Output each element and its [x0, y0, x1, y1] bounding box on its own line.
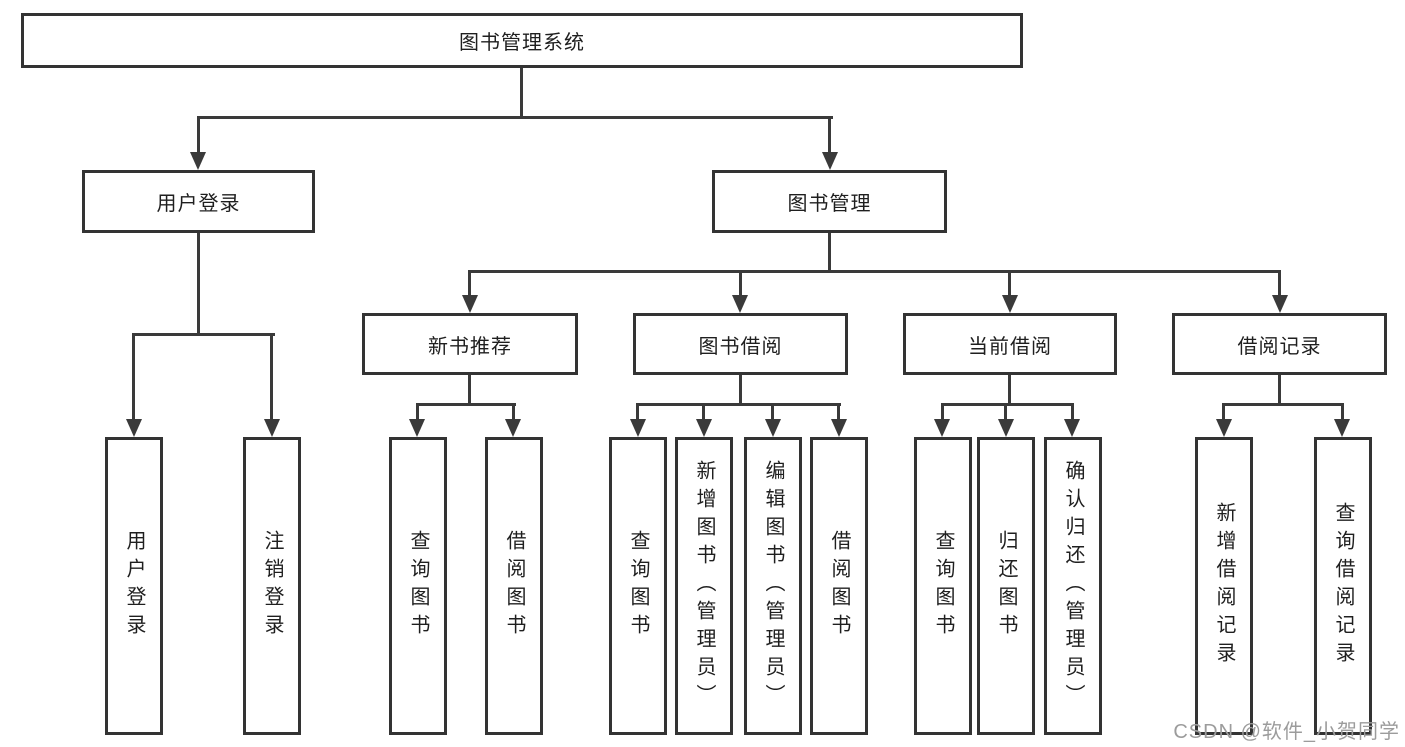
arrow-down-icon: [696, 419, 712, 437]
connector-line: [197, 116, 200, 156]
connector-line: [468, 270, 471, 298]
arrow-down-icon: [822, 152, 838, 170]
arrow-down-icon: [190, 152, 206, 170]
node-leaf-query-books-current: 查询图书: [914, 437, 972, 735]
connector-line: [1008, 375, 1011, 406]
node-label: 查询图书: [627, 530, 649, 642]
node-leaf-query-borrow-record: 查询借阅记录: [1314, 437, 1372, 735]
node-leaf-edit-books-admin: 编辑图书（管理员）: [744, 437, 802, 735]
connector-line: [1222, 403, 1225, 422]
node-label: 用户登录: [156, 193, 241, 215]
arrow-down-icon: [998, 419, 1014, 437]
arrow-down-icon: [1334, 419, 1350, 437]
connector-line: [941, 403, 1074, 406]
arrow-down-icon: [630, 419, 646, 437]
node-library-management-system: 图书管理系统: [21, 13, 1023, 68]
node-leaf-add-books-admin: 新增图书（管理员）: [675, 437, 733, 735]
connector-line: [739, 375, 742, 406]
node-label: 新书推荐: [428, 335, 512, 358]
node-book-management: 图书管理: [712, 170, 947, 233]
node-label: 新增图书（管理员）: [693, 460, 715, 712]
node-new-book-recommend: 新书推荐: [362, 313, 578, 375]
connector-line: [1278, 270, 1281, 298]
connector-line: [1222, 403, 1344, 406]
connector-line: [512, 403, 515, 422]
connector-line: [197, 233, 200, 336]
node-label: 新增借阅记录: [1213, 502, 1235, 670]
node-label: 用户登录: [123, 530, 145, 642]
connector-line: [636, 403, 639, 422]
connector-line: [520, 68, 523, 118]
node-label: 查询图书: [407, 530, 429, 642]
node-leaf-logout: 注销登录: [243, 437, 301, 735]
node-label: 查询图书: [932, 530, 954, 642]
arrow-down-icon: [126, 419, 142, 437]
connector-line: [1278, 375, 1281, 406]
connector-line: [416, 403, 516, 406]
connector-line: [837, 403, 840, 422]
node-label: 编辑图书（管理员）: [762, 460, 784, 712]
arrow-down-icon: [505, 419, 521, 437]
watermark: CSDN @软件_小贺同学: [1173, 721, 1400, 743]
node-label: 当前借阅: [968, 335, 1052, 358]
node-borrow-records: 借阅记录: [1172, 313, 1387, 375]
connector-line: [828, 233, 831, 272]
arrow-down-icon: [934, 419, 950, 437]
arrow-down-icon: [1216, 419, 1232, 437]
node-label: 注销登录: [261, 530, 283, 642]
node-leaf-confirm-return-admin: 确认归还（管理员）: [1044, 437, 1102, 735]
node-label: 查询借阅记录: [1332, 502, 1354, 670]
connector-line: [1341, 403, 1344, 422]
connector-line: [197, 116, 833, 119]
node-current-borrow: 当前借阅: [903, 313, 1117, 375]
node-leaf-borrow-books: 借阅图书: [810, 437, 868, 735]
node-leaf-user-login: 用户登录: [105, 437, 163, 735]
connector-line: [941, 403, 944, 422]
connector-line: [132, 333, 135, 422]
node-label: 图书管理系统: [459, 32, 585, 54]
arrow-down-icon: [831, 419, 847, 437]
connector-line: [771, 403, 774, 422]
connector-line: [1071, 403, 1074, 422]
node-leaf-query-books-recommend: 查询图书: [389, 437, 447, 735]
node-user-login: 用户登录: [82, 170, 315, 233]
connector-line: [468, 270, 1281, 273]
node-label: 借阅图书: [503, 530, 525, 642]
connector-line: [636, 403, 841, 406]
connector-line: [828, 116, 831, 156]
arrow-down-icon: [1002, 295, 1018, 313]
node-label: 图书借阅: [698, 335, 783, 358]
connector-line: [468, 375, 471, 406]
connector-line: [1004, 403, 1007, 422]
node-label: 借阅图书: [828, 530, 850, 642]
connector-line: [132, 333, 275, 336]
arrow-down-icon: [765, 419, 781, 437]
node-leaf-return-books: 归还图书: [977, 437, 1035, 735]
connector-line: [270, 333, 273, 422]
arrow-down-icon: [1064, 419, 1080, 437]
node-leaf-query-books-borrow: 查询图书: [609, 437, 667, 735]
node-book-borrow: 图书借阅: [633, 313, 848, 375]
node-leaf-add-borrow-record: 新增借阅记录: [1195, 437, 1253, 735]
arrow-down-icon: [264, 419, 280, 437]
arrow-down-icon: [462, 295, 478, 313]
node-label: 图书管理: [787, 193, 872, 215]
node-label: 归还图书: [995, 530, 1017, 642]
connector-line: [416, 403, 419, 422]
connector-line: [702, 403, 705, 422]
node-label: 借阅记录: [1237, 335, 1322, 358]
node-leaf-borrow-books-recommend: 借阅图书: [485, 437, 543, 735]
connector-line: [739, 270, 742, 298]
arrow-down-icon: [1272, 295, 1288, 313]
connector-line: [1008, 270, 1011, 298]
arrow-down-icon: [409, 419, 425, 437]
arrow-down-icon: [732, 295, 748, 313]
node-label: 确认归还（管理员）: [1062, 460, 1084, 712]
